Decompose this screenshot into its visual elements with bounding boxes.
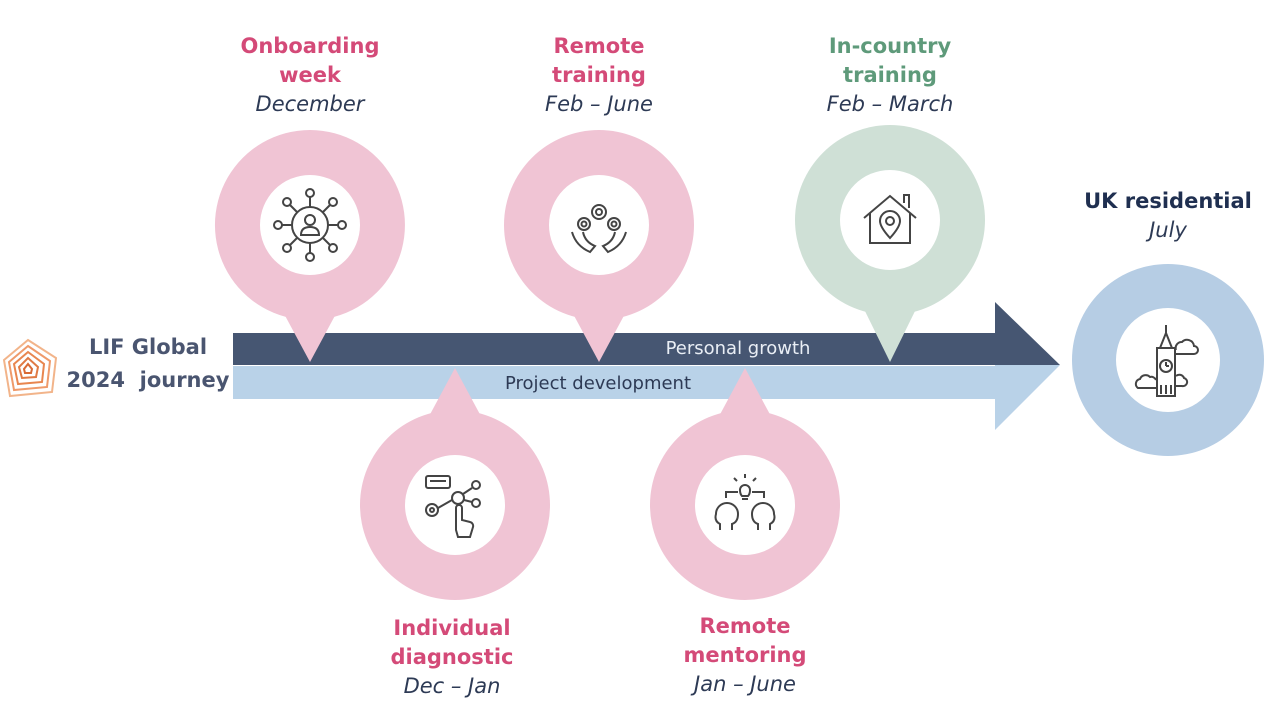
pin-in-country-training — [795, 125, 985, 362]
mentoring-heads-icon — [714, 474, 776, 530]
milestone-title-line-1: Remote — [553, 34, 645, 58]
milestone-title-line-2: training — [843, 63, 937, 87]
label-remote-mentoring: Remote mentoring Jan – June — [635, 612, 855, 699]
personal-growth-label: Personal growth — [666, 338, 811, 359]
milestone-title-line-2: diagnostic — [390, 645, 514, 669]
gears-hands-icon — [571, 204, 627, 254]
pin-remote-training — [504, 130, 694, 362]
network-person-icon — [273, 188, 347, 262]
pin-individual-diagnostic — [360, 368, 550, 600]
milestone-dates: December — [255, 92, 365, 116]
personal-growth-arrow — [233, 302, 1060, 365]
label-remote-training: Remote training Feb – June — [489, 32, 709, 119]
label-uk-residential: UK residential July — [1058, 187, 1278, 245]
milestone-dates: Feb – June — [545, 92, 653, 116]
milestone-dates: Feb – March — [826, 92, 954, 116]
big-ben-icon — [1134, 325, 1199, 397]
touch-diagnostic-icon — [425, 475, 481, 538]
milestone-title-line-1: Onboarding — [240, 34, 380, 58]
milestone-title-line-2: week — [279, 63, 341, 87]
project-development-arrow — [233, 328, 1060, 430]
logo-line-2: 2024 journey — [66, 368, 230, 392]
milestone-title: UK residential — [1084, 189, 1252, 213]
milestone-title-line-2: mentoring — [683, 643, 807, 667]
milestone-dates: Dec – Jan — [403, 674, 501, 698]
milestone-title-line-1: In-country — [828, 34, 952, 58]
label-individual-diagnostic: Individual diagnostic Dec – Jan — [342, 614, 562, 701]
milestone-dates: Jan – June — [694, 672, 796, 696]
lif-logo-mark — [2, 338, 58, 398]
logo-title: LIF Global 2024 journey — [58, 331, 238, 397]
house-location-icon — [863, 194, 917, 244]
project-development-label: Project development — [505, 373, 691, 394]
milestone-dates: July — [1149, 218, 1187, 242]
milestone-title-line-1: Remote — [699, 614, 791, 638]
label-in-country-training: In-country training Feb – March — [780, 32, 1000, 119]
milestone-title-line-2: training — [552, 63, 646, 87]
milestone-title-line-1: Individual — [393, 616, 511, 640]
label-onboarding-week: Onboarding week December — [200, 32, 420, 119]
logo-line-1: LIF Global — [88, 335, 208, 359]
